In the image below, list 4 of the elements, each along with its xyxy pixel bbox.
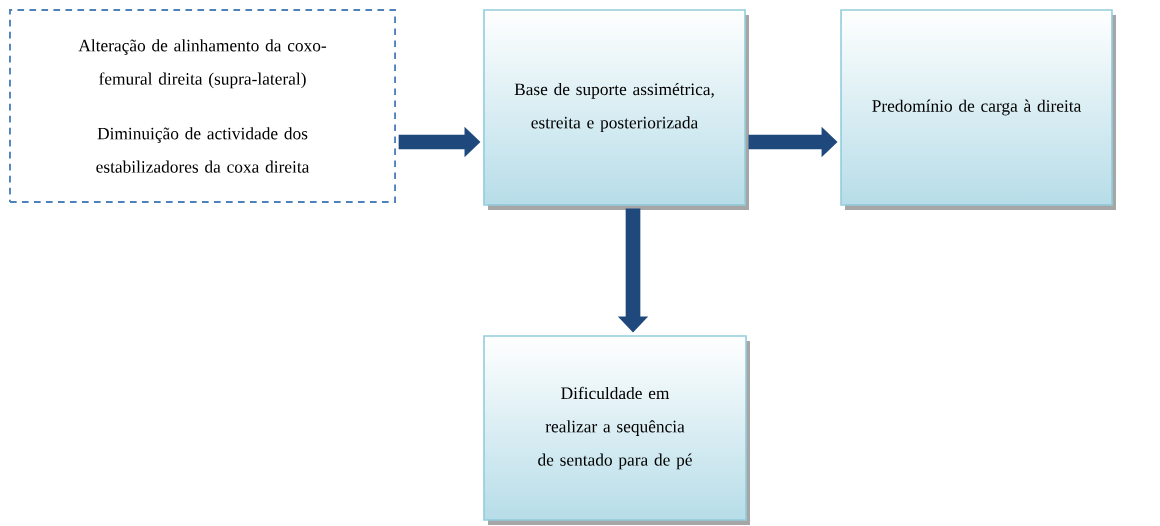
process-box: Base de suporte assimétrica, estreita e posteriorizada [483,9,749,210]
process-box: Predomínio de carga à direita [840,9,1116,210]
process-box: Dificuldade em realizar a sequência de sentado para de pé [483,335,750,525]
dashed-box: Alteração de alinhamento da coxo-femural direita (supra-lateral) Diminuição de actividade dos estabilizadores da coxa direita [9,9,396,203]
